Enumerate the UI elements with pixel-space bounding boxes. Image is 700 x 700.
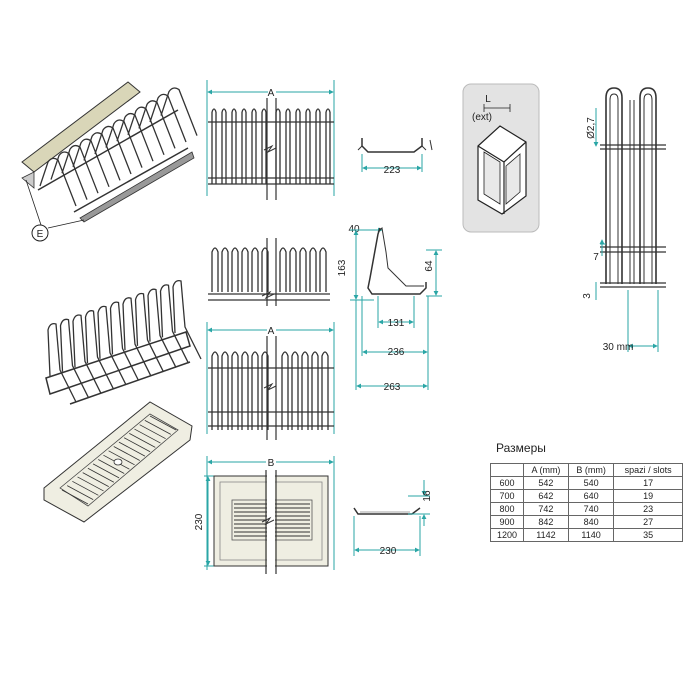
sizes-cell: 700 bbox=[489, 489, 525, 503]
sizes-cell: 600 bbox=[489, 476, 525, 490]
dim-230-vertical: 230 bbox=[194, 513, 205, 530]
sizes-cell: 1200 bbox=[489, 528, 525, 542]
lower-rack-side-view bbox=[208, 238, 330, 306]
dim-16: 16 bbox=[422, 490, 433, 502]
ext-label: (ext) bbox=[472, 112, 492, 123]
dim-30mm: 30 mm bbox=[603, 342, 634, 353]
dim-263: 263 bbox=[384, 382, 401, 393]
sizes-cell: 800 bbox=[489, 502, 525, 516]
sizes-cell: 17 bbox=[613, 476, 683, 490]
upper-rack-front-view: A bbox=[206, 80, 335, 200]
dim-a-mid: A bbox=[268, 326, 275, 337]
sizes-header-cell: A (mm) bbox=[523, 463, 569, 477]
drip-tray-profile: 16 230 bbox=[353, 480, 433, 557]
l-profile-box: L (ext) bbox=[462, 83, 540, 233]
upper-rack-profile: 223 bbox=[357, 138, 433, 176]
dim-223: 223 bbox=[384, 165, 401, 176]
e-label-circle bbox=[31, 224, 49, 242]
sizes-cell: 740 bbox=[567, 502, 615, 516]
sizes-header-row: A (mm)B (mm)spazi / slots bbox=[489, 463, 683, 477]
sizes-title: Размеры bbox=[496, 441, 546, 455]
lower-rack-front-view: A bbox=[206, 322, 335, 440]
dim-a-top: A bbox=[268, 88, 275, 99]
sizes-header-cell bbox=[489, 463, 525, 477]
dim-236: 236 bbox=[388, 347, 405, 358]
rack-side-elevation: Ø2,7 7 3 30 mm bbox=[582, 87, 666, 353]
sizes-cell: 842 bbox=[523, 515, 569, 529]
l-label: L bbox=[485, 94, 491, 105]
sizes-cell: 23 bbox=[613, 502, 683, 516]
lower-rack-perspective bbox=[45, 279, 202, 405]
sizes-cell: 542 bbox=[523, 476, 569, 490]
dim-64: 64 bbox=[424, 260, 435, 272]
sizes-cell: 640 bbox=[567, 489, 615, 503]
lower-rack-profile: 40 163 64 131 236 263 bbox=[337, 224, 442, 393]
drip-tray-top-view: B 230 bbox=[194, 456, 335, 574]
dim-230-horizontal: 230 bbox=[380, 546, 397, 557]
sizes-header-cell: spazi / slots bbox=[613, 463, 683, 477]
sizes-cell: 27 bbox=[613, 515, 683, 529]
dim-131: 131 bbox=[388, 318, 405, 329]
sizes-header-cell: B (mm) bbox=[567, 463, 615, 477]
sizes-cell: 1142 bbox=[523, 528, 569, 542]
sizes-cell: 900 bbox=[489, 515, 525, 529]
sizes-cell: 19 bbox=[613, 489, 683, 503]
sizes-cell: 35 bbox=[613, 528, 683, 542]
drip-tray-perspective bbox=[43, 401, 193, 523]
dim-7: 7 bbox=[593, 252, 599, 263]
sizes-cell: 1140 bbox=[567, 528, 615, 542]
sizes-cell: 540 bbox=[567, 476, 615, 490]
dim-3: 3 bbox=[582, 293, 593, 299]
sizes-cell: 840 bbox=[567, 515, 615, 529]
dim-diameter: Ø2,7 bbox=[586, 117, 597, 139]
sizes-cell: 742 bbox=[523, 502, 569, 516]
dim-b: B bbox=[268, 458, 275, 469]
upper-rack-perspective bbox=[21, 81, 198, 223]
sizes-cell: 642 bbox=[523, 489, 569, 503]
e-label: E bbox=[37, 229, 44, 240]
e-callout: E bbox=[25, 179, 85, 242]
dim-163: 163 bbox=[337, 259, 348, 276]
